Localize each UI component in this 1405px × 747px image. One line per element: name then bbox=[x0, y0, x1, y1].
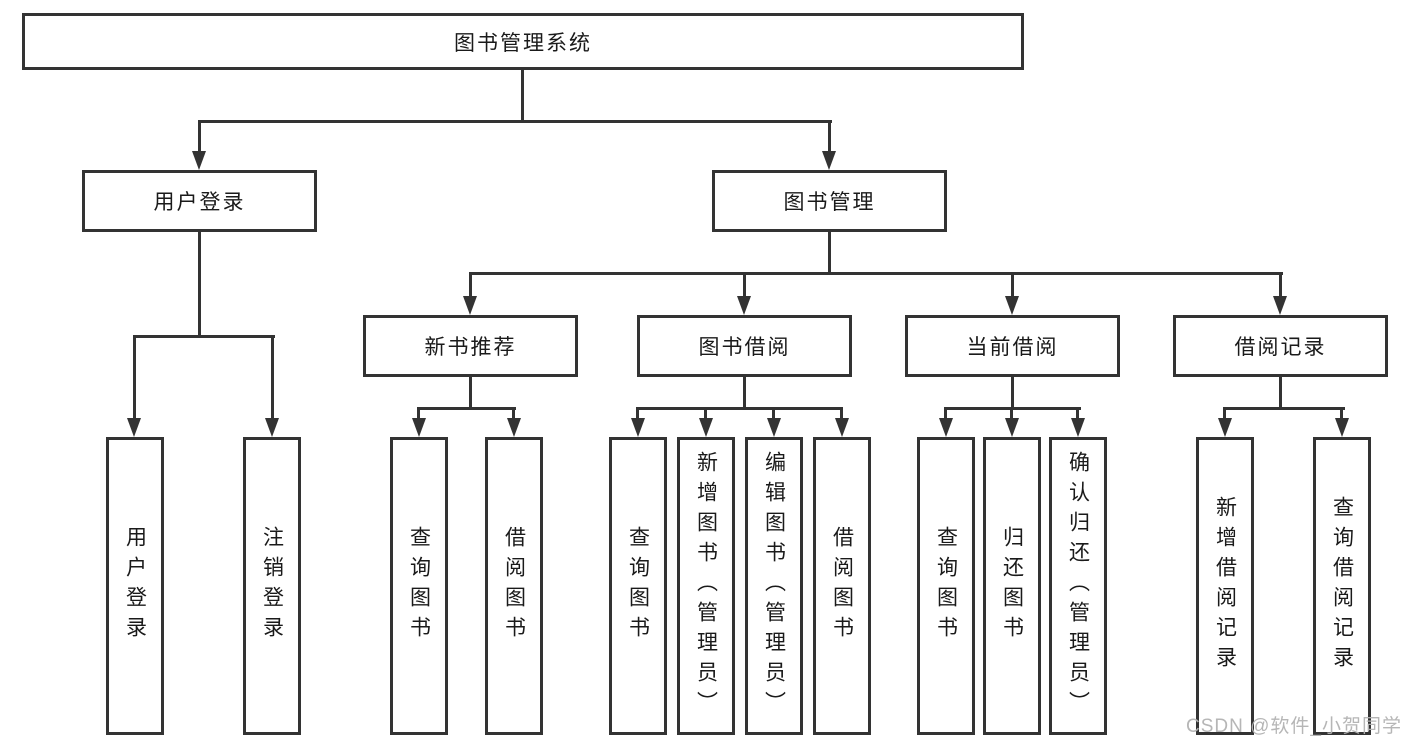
leaf-edit-book-admin: 编辑图书（管理员） bbox=[745, 437, 803, 735]
node-current-borrowing: 当前借阅 bbox=[905, 315, 1120, 377]
leaf-user-login: 用户登录 bbox=[106, 437, 164, 735]
connector-line bbox=[840, 407, 843, 418]
connector-line bbox=[1279, 377, 1282, 407]
arrow-down-icon bbox=[463, 296, 477, 315]
node-book-management: 图书管理 bbox=[712, 170, 947, 232]
arrow-down-icon bbox=[1335, 418, 1349, 437]
leaf-borrow-books-borrowing: 借阅图书 bbox=[813, 437, 871, 735]
node-library-system: 图书管理系统 bbox=[22, 13, 1024, 70]
connector-line bbox=[469, 272, 472, 296]
connector-line bbox=[1223, 407, 1226, 418]
connector-line bbox=[772, 407, 775, 418]
node-new-book-recommendation: 新书推荐 bbox=[363, 315, 578, 377]
connector-line bbox=[417, 407, 516, 410]
leaf-query-borrow-record: 查询借阅记录 bbox=[1313, 437, 1371, 735]
connector-line bbox=[743, 272, 746, 296]
connector-line bbox=[417, 407, 420, 418]
connector-line bbox=[1279, 272, 1282, 296]
arrow-down-icon bbox=[265, 418, 279, 437]
connector-line bbox=[469, 377, 472, 407]
arrow-down-icon bbox=[1218, 418, 1232, 437]
arrow-down-icon bbox=[507, 418, 521, 437]
connector-line bbox=[1076, 407, 1079, 418]
connector-line bbox=[944, 407, 947, 418]
connector-line bbox=[512, 407, 515, 418]
connector-line bbox=[133, 335, 275, 338]
connector-line bbox=[198, 120, 832, 123]
arrow-down-icon bbox=[631, 418, 645, 437]
connector-line bbox=[636, 407, 639, 418]
connector-line bbox=[828, 120, 831, 151]
csdn-watermark: CSDN @软件_小贺同学 bbox=[1186, 716, 1402, 737]
leaf-borrow-books-recommend: 借阅图书 bbox=[485, 437, 543, 735]
connector-line bbox=[1223, 407, 1345, 410]
connector-line bbox=[198, 120, 201, 151]
leaf-return-book: 归还图书 bbox=[983, 437, 1041, 735]
arrow-down-icon bbox=[127, 418, 141, 437]
connector-line bbox=[1011, 272, 1014, 296]
arrow-down-icon bbox=[699, 418, 713, 437]
arrow-down-icon bbox=[192, 151, 206, 170]
connector-line bbox=[828, 232, 831, 272]
connector-line bbox=[1340, 407, 1343, 418]
arrow-down-icon bbox=[1273, 296, 1287, 315]
arrow-down-icon bbox=[767, 418, 781, 437]
node-borrowing-records: 借阅记录 bbox=[1173, 315, 1388, 377]
connector-line bbox=[521, 70, 524, 120]
arrow-down-icon bbox=[1005, 418, 1019, 437]
leaf-logout: 注销登录 bbox=[243, 437, 301, 735]
connector-line bbox=[1010, 407, 1013, 418]
node-user-login: 用户登录 bbox=[82, 170, 317, 232]
arrow-down-icon bbox=[412, 418, 426, 437]
arrow-down-icon bbox=[1005, 296, 1019, 315]
leaf-query-books-current: 查询图书 bbox=[917, 437, 975, 735]
leaf-confirm-return-admin: 确认归还（管理员） bbox=[1049, 437, 1107, 735]
arrow-down-icon bbox=[939, 418, 953, 437]
connector-line bbox=[133, 335, 136, 418]
arrow-down-icon bbox=[1071, 418, 1085, 437]
arrow-down-icon bbox=[822, 151, 836, 170]
connector-line bbox=[704, 407, 707, 418]
connector-line bbox=[469, 272, 1283, 275]
leaf-query-books-borrowing: 查询图书 bbox=[609, 437, 667, 735]
connector-line bbox=[636, 407, 843, 410]
node-book-borrowing: 图书借阅 bbox=[637, 315, 852, 377]
connector-line bbox=[743, 377, 746, 407]
connector-line bbox=[198, 232, 201, 335]
arrow-down-icon bbox=[835, 418, 849, 437]
leaf-add-borrow-record: 新增借阅记录 bbox=[1196, 437, 1254, 735]
arrow-down-icon bbox=[737, 296, 751, 315]
leaf-add-book-admin: 新增图书（管理员） bbox=[677, 437, 735, 735]
connector-line bbox=[271, 335, 274, 418]
leaf-query-books-recommend: 查询图书 bbox=[390, 437, 448, 735]
connector-line bbox=[1011, 377, 1014, 407]
